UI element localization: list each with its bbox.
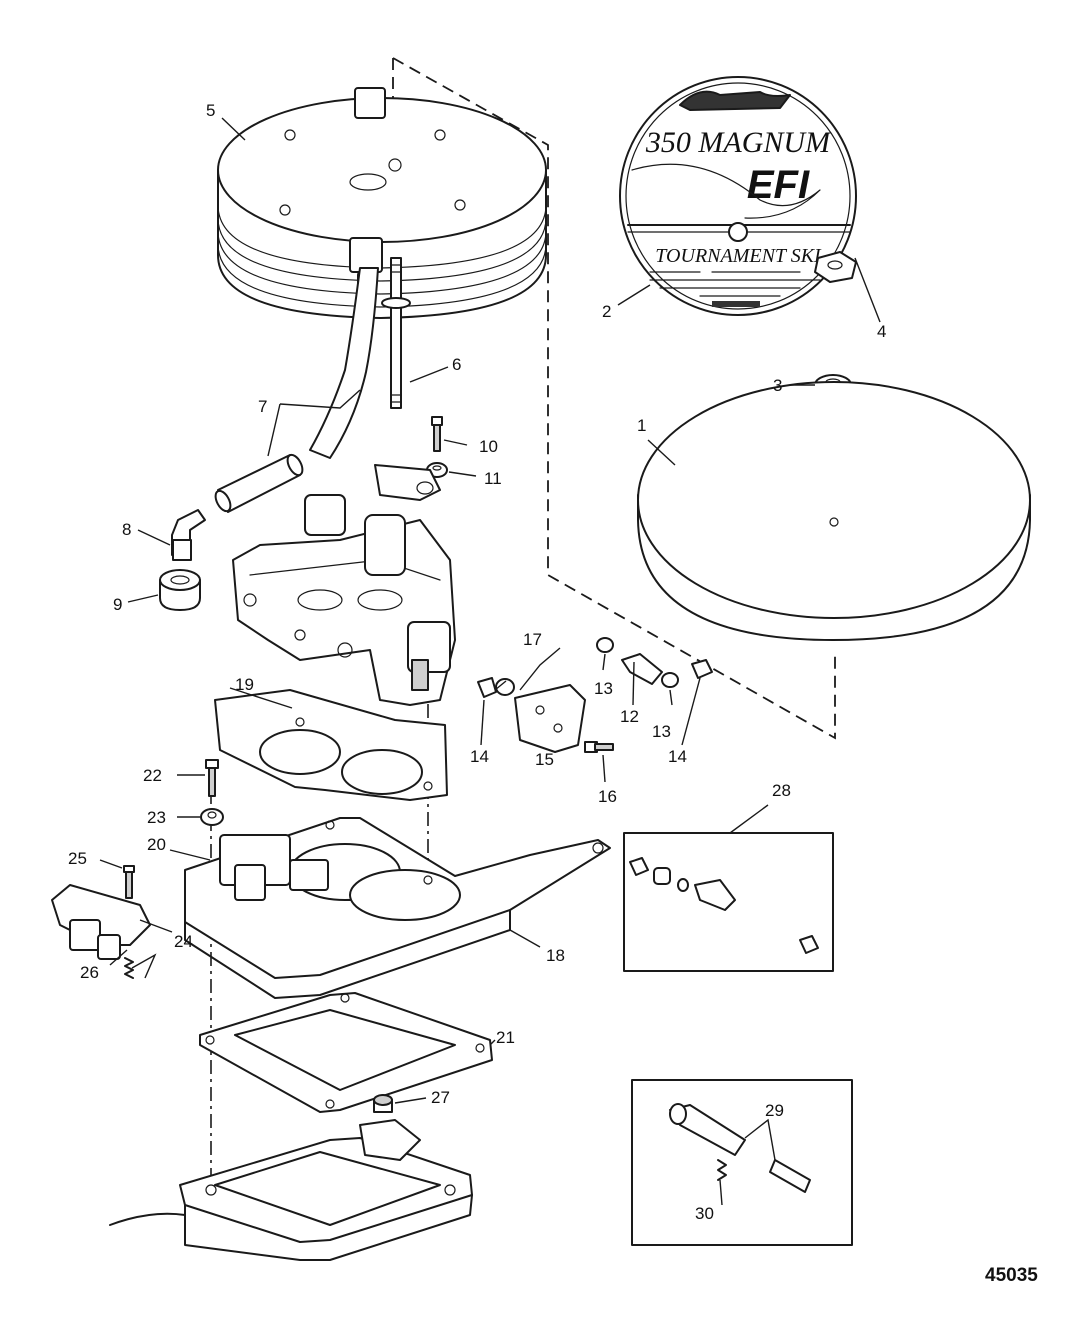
callout-27: 27 (431, 1088, 450, 1107)
screw-25 (123, 865, 135, 899)
nut-4 (814, 251, 857, 283)
callout-7: 7 (258, 397, 267, 416)
callout-1: 1 (637, 416, 646, 435)
callout-18: 18 (546, 946, 565, 965)
callout-9: 9 (113, 595, 122, 614)
grommet-9 (159, 569, 201, 611)
spring-26 (124, 957, 134, 979)
callout-15: 15 (535, 750, 554, 769)
callout-6: 6 (452, 355, 461, 374)
detail-box-29-30 (631, 1079, 853, 1246)
bracket-24 (51, 884, 151, 960)
callout-3: 3 (773, 376, 782, 395)
plug-27 (373, 1094, 393, 1113)
callout-21: 21 (496, 1028, 515, 1047)
decal-subtitle-text: TOURNAMENT SKI (655, 245, 822, 267)
callout-13-a: 13 (594, 679, 613, 698)
gasket-21 (199, 992, 493, 1113)
decal: 350 MAGNUM EFI TOURNAMENT SKI (619, 76, 857, 316)
callout-29: 29 (765, 1101, 784, 1120)
throttle-body (232, 464, 456, 706)
bolt-22 (205, 759, 219, 797)
callout-24: 24 (174, 932, 193, 951)
intake-manifold (109, 1119, 473, 1261)
callout-10: 10 (479, 437, 498, 456)
callout-2: 2 (602, 302, 611, 321)
vent-hose-7 (214, 267, 379, 513)
callout-20: 20 (147, 835, 166, 854)
callout-4: 4 (877, 322, 886, 341)
callout-14-a: 14 (470, 747, 489, 766)
stud-6 (381, 257, 411, 409)
callout-11: 11 (484, 469, 502, 488)
callout-19: 19 (235, 675, 254, 694)
callout-23: 23 (147, 808, 166, 827)
bracket-group (477, 637, 713, 753)
callout-30: 30 (695, 1204, 714, 1223)
detail-box-28 (623, 832, 834, 972)
bolt-10 (431, 416, 443, 452)
callout-26: 26 (80, 963, 99, 982)
callout-5: 5 (206, 101, 215, 120)
callout-16: 16 (598, 787, 617, 806)
washer-23 (200, 808, 224, 826)
leader-lines (99, 117, 881, 1206)
elbow-fitting-8 (171, 509, 206, 561)
callout-8: 8 (122, 520, 131, 539)
flame-arrestor (217, 87, 547, 319)
callout-17: 17 (523, 630, 542, 649)
decal-badge-text: EFI (747, 163, 810, 207)
callout-12: 12 (620, 707, 639, 726)
gasket-19 (214, 689, 448, 801)
callout-14-b: 14 (668, 747, 687, 766)
callout-numbers: 5 2 4 3 1 6 7 10 11 8 9 19 17 13 12 13 1… (68, 101, 1038, 1286)
adapter-plate-18 (184, 817, 611, 999)
callout-28: 28 (772, 781, 791, 800)
figure-number: 45035 (985, 1265, 1038, 1286)
decal-model-text: 350 MAGNUM (645, 126, 832, 159)
callout-13-b: 13 (652, 722, 671, 741)
callout-25: 25 (68, 849, 87, 868)
cover-plate (637, 381, 1031, 641)
callout-22: 22 (143, 766, 162, 785)
